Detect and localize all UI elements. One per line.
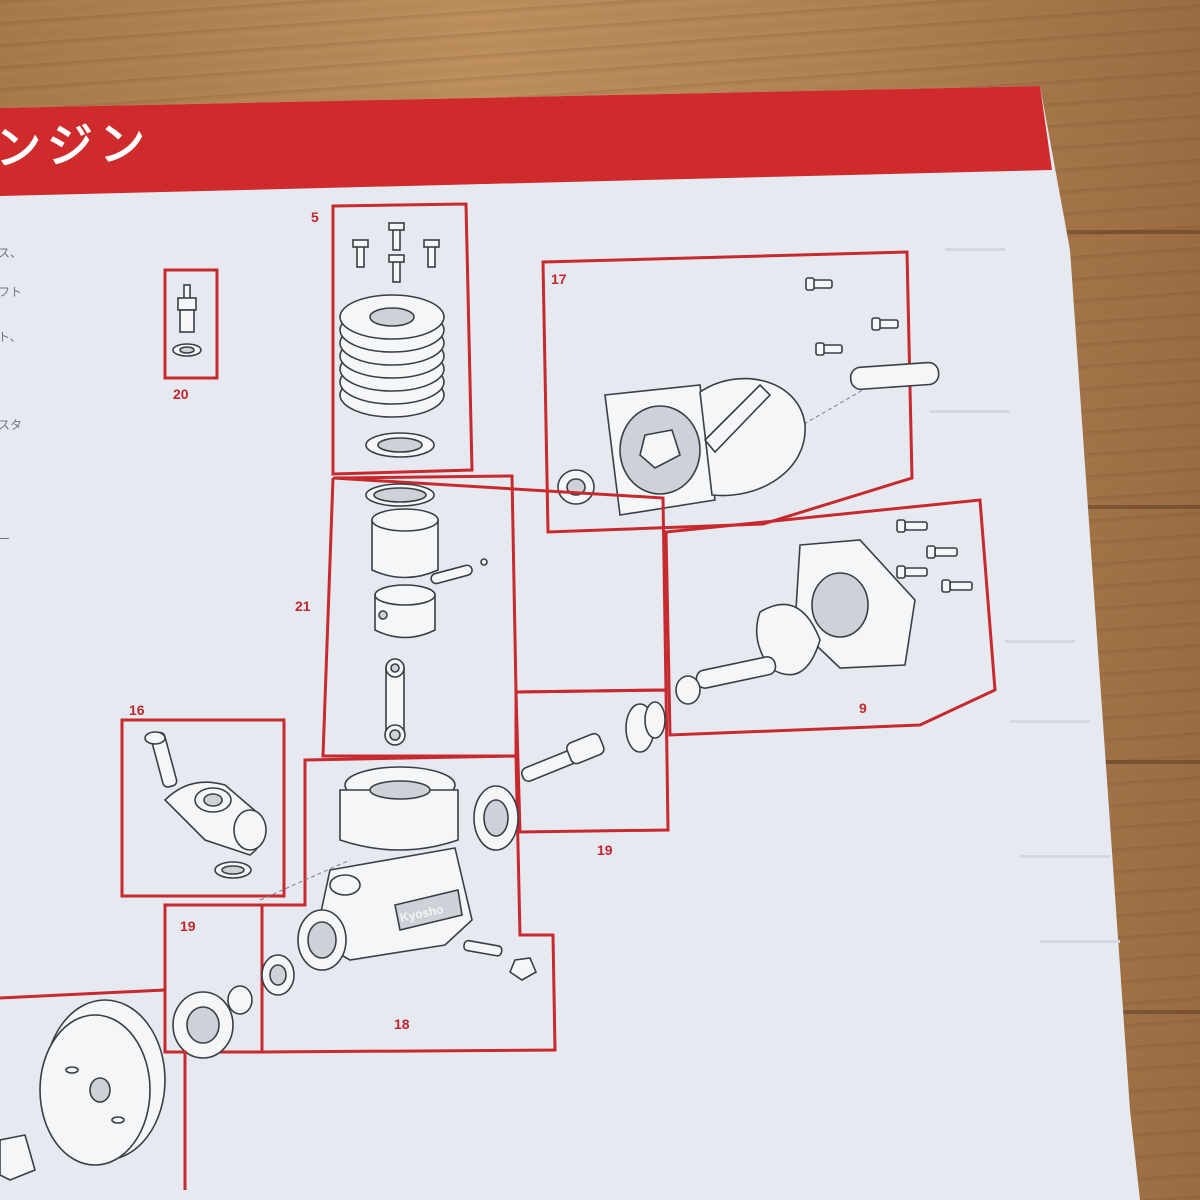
left-note-text: ー bbox=[0, 532, 11, 546]
paper-sheet bbox=[0, 86, 1140, 1200]
table-seam bbox=[1040, 760, 1200, 764]
head-bolts bbox=[352, 222, 440, 283]
callout-19-crankshaft: 19 bbox=[597, 842, 613, 858]
diagram-crankcase: Kyosho bbox=[259, 754, 557, 1054]
cooling-fins bbox=[339, 294, 445, 418]
table-seam bbox=[1040, 230, 1200, 234]
callout-21: 21 bbox=[295, 598, 311, 614]
page-title: ンジン bbox=[0, 115, 153, 175]
diagram-carburetor bbox=[120, 718, 286, 898]
table-seam bbox=[1040, 505, 1200, 509]
callout-20: 20 bbox=[173, 386, 189, 402]
left-note-text: フト bbox=[0, 285, 23, 299]
piston-pin bbox=[430, 564, 473, 585]
left-note-text: ト、 bbox=[0, 330, 22, 344]
left-note-text: スタ bbox=[0, 418, 23, 432]
left-note-text: ス、 bbox=[0, 246, 23, 260]
diagram-flywheel bbox=[0, 988, 187, 1190]
cylinder-liner bbox=[371, 519, 439, 579]
diagram-back-plate bbox=[664, 498, 997, 737]
diagram-rear-bearings bbox=[163, 903, 295, 1059]
callout-19-bearings: 19 bbox=[180, 918, 196, 934]
header-band bbox=[0, 86, 1052, 196]
callout-16: 16 bbox=[129, 702, 145, 718]
callout-18: 18 bbox=[394, 1016, 410, 1032]
diagram-cylinder-head bbox=[331, 202, 474, 476]
callout-17: 17 bbox=[551, 271, 567, 287]
diagram-piston-assembly bbox=[321, 474, 668, 758]
bleed-through-text bbox=[930, 248, 1120, 943]
piston bbox=[374, 594, 436, 639]
diagram-glow-plug bbox=[163, 268, 219, 380]
diagram-crankshaft bbox=[514, 688, 670, 834]
diagram-recoil-starter bbox=[541, 250, 940, 534]
callout-5: 5 bbox=[311, 209, 319, 225]
callout-9: 9 bbox=[859, 700, 867, 716]
